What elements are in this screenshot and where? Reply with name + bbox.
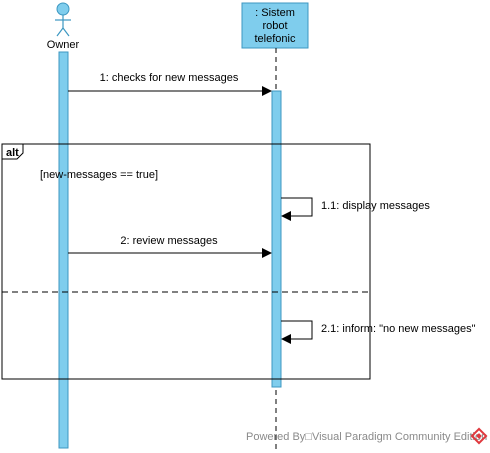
actor-left-leg [56,27,64,37]
system-activation-bar [271,90,282,388]
message-2-1-label: 2.1: inform: "no new messages" [321,323,476,335]
alt-operator-label: alt [6,147,19,159]
message-1-label: 1: checks for new messages [100,72,239,84]
message-1-1-label: 1.1: display messages [321,200,430,212]
actor-head [56,2,70,16]
message-2-1-self-arrow [281,320,313,344]
message-1-1-self-arrow [281,197,313,221]
owner-activation-bar [58,51,69,449]
system-lifeline-head [241,2,309,49]
actor-right-leg [62,27,70,37]
actor-owner: Owner [47,2,80,51]
actor-name: Owner [47,39,80,51]
lifeline-name-line-1: : Sistem [255,7,295,19]
alt-operator-tab [1,143,24,160]
lifeline-name-line-2: robot [262,20,287,32]
lifeline-name-line-3: telefonic [255,33,296,45]
watermark-text: Powered By□Visual Paradigm Community Edi… [246,431,487,443]
alt-fragment-frame [1,143,371,380]
alt-fragment: alt [new-messages == true] [1,143,371,380]
message-2-label: 2: review messages [120,235,218,247]
alt-guard-condition: [new-messages == true] [40,169,158,181]
